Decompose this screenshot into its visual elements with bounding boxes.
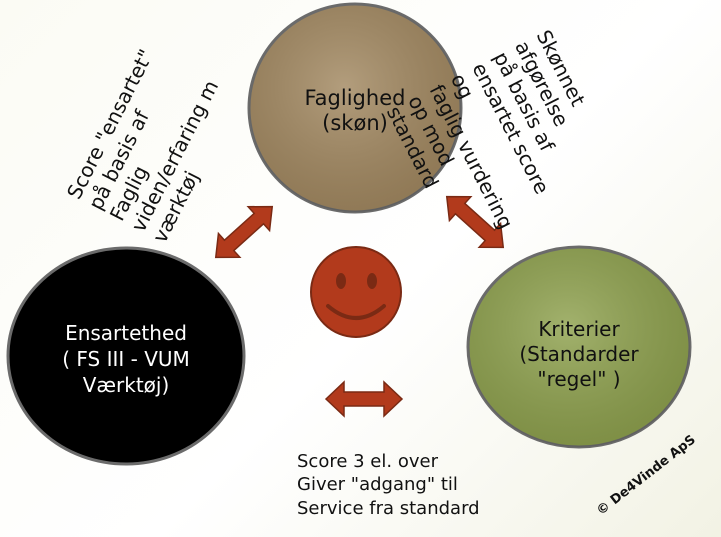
bottom-note: Score 3 el. over Giver "adgang" til Serv… xyxy=(297,451,480,519)
ensartethed-label: Ensartethed ( FS III - VUM Værktøj) xyxy=(62,321,190,397)
double-arrow-icon xyxy=(324,380,404,418)
double-arrow-icon xyxy=(445,195,505,249)
ensartethed-circle xyxy=(6,246,246,466)
kriterier-label: Kriterier (Standarder "regel" ) xyxy=(519,317,639,391)
kriterier-shade xyxy=(468,247,690,447)
smiley-face-icon xyxy=(310,246,402,338)
faglighed-shade xyxy=(249,4,461,212)
double-arrow-icon xyxy=(214,205,274,259)
faglighed-label: Faglighed (skøn) xyxy=(304,86,406,136)
